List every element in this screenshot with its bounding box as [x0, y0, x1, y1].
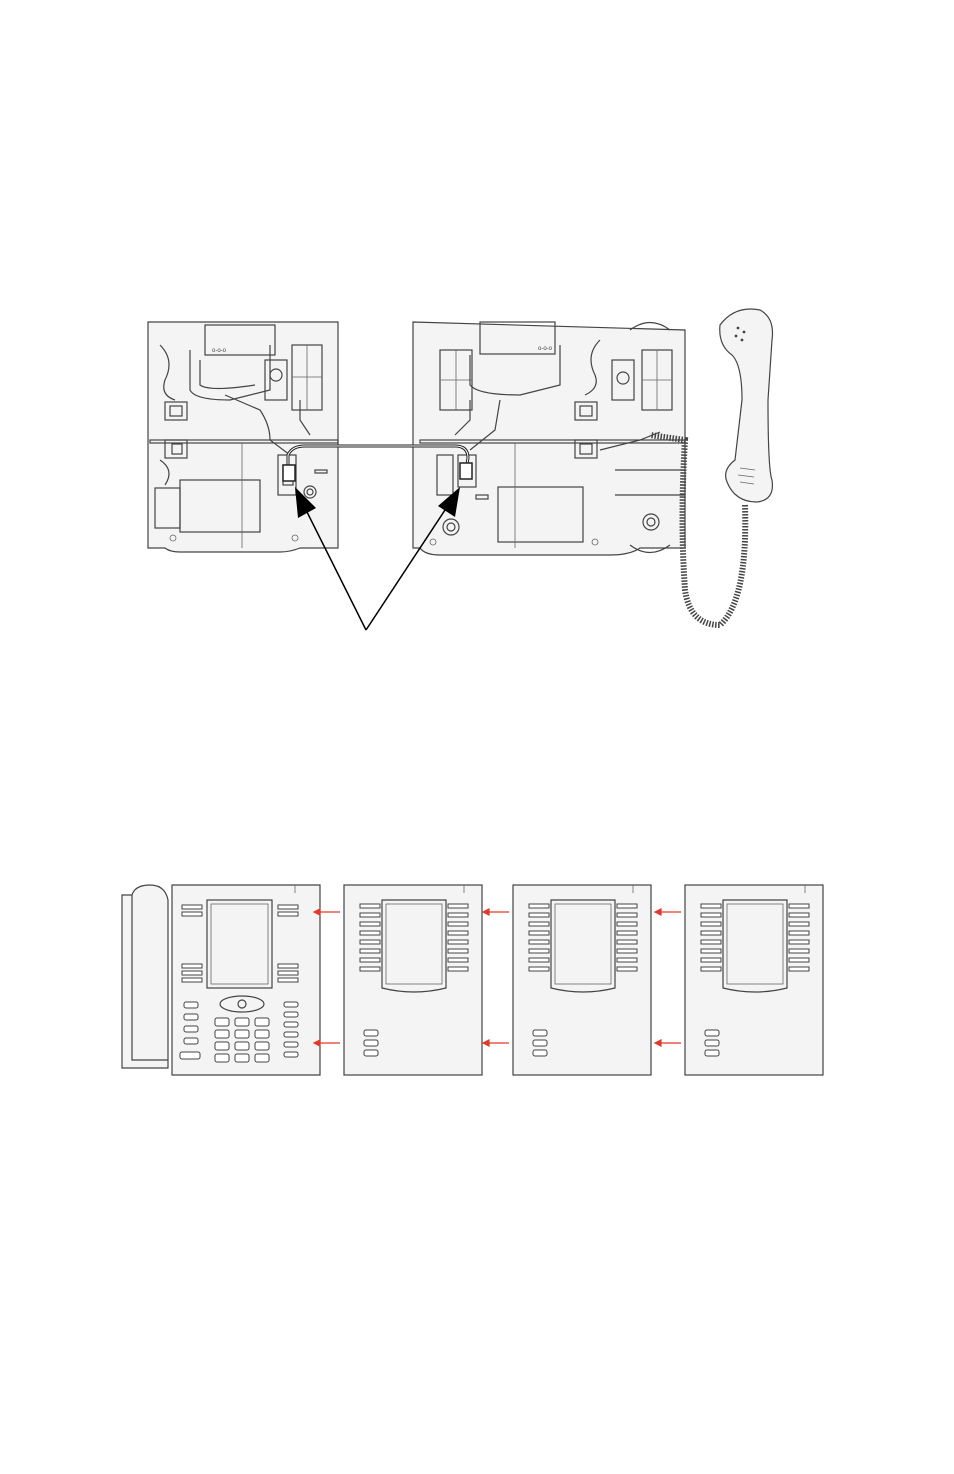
ip-phone-front-icon [122, 885, 320, 1075]
chained-modules-figure [0, 875, 954, 1080]
cable-connection-diagram: o-o-o o-o-o [0, 300, 954, 640]
chained-modules-diagram [0, 875, 954, 1080]
svg-text:o-o-o: o-o-o [538, 346, 553, 352]
expansion-module-front-icon [513, 885, 651, 1075]
expansion-module-front-icon [344, 885, 482, 1075]
expansion-module-front-icon [685, 885, 823, 1075]
cable-connection-figure: o-o-o o-o-o [0, 300, 954, 640]
svg-text:o-o-o: o-o-o [212, 348, 227, 354]
phone-base-underside-icon: o-o-o [413, 322, 685, 555]
